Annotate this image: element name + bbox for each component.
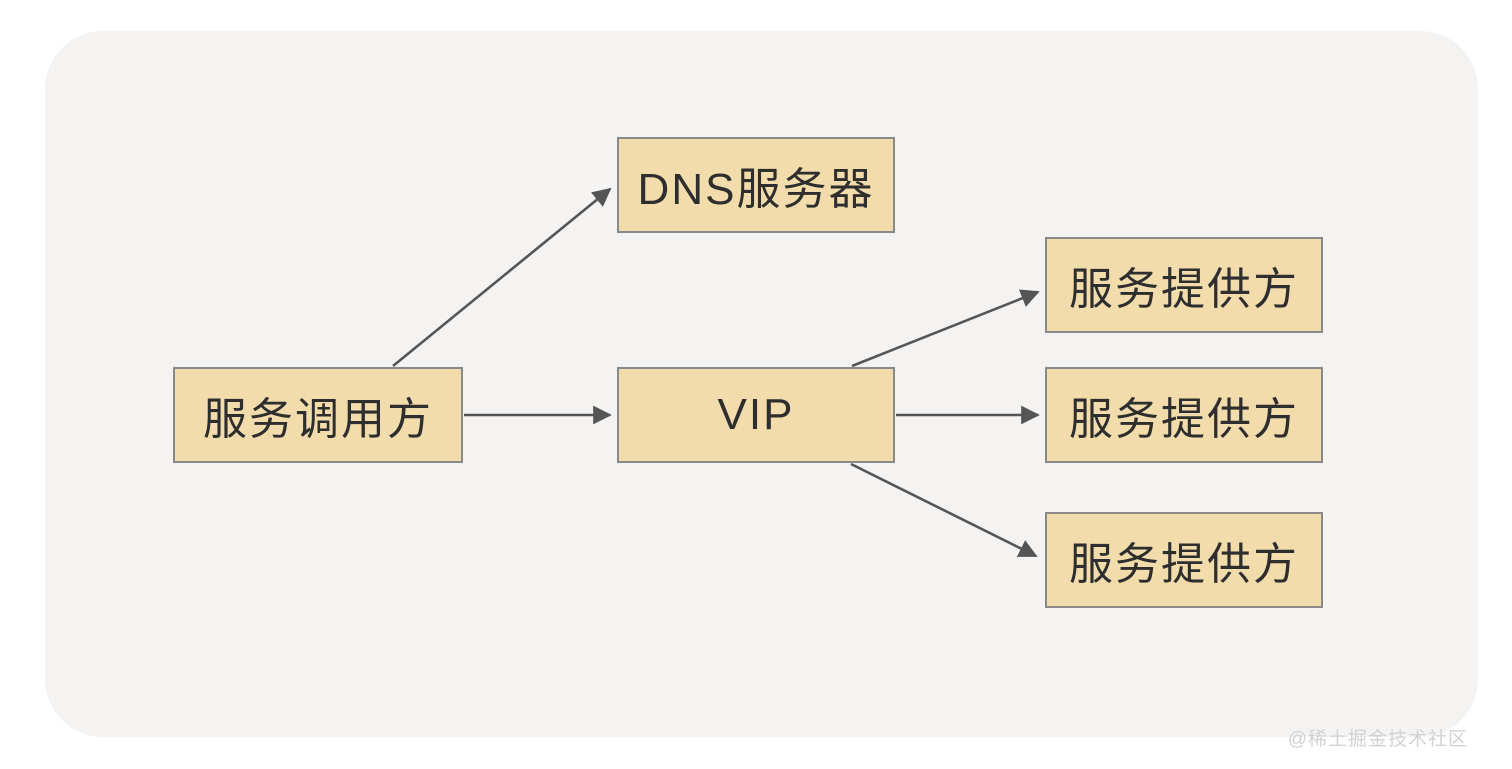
node-service-caller: 服务调用方	[173, 367, 463, 463]
node-vip-label: VIP	[717, 390, 795, 439]
node-service-provider-top: 服务提供方	[1045, 237, 1323, 333]
node-service-provider-bottom-label: 服务提供方	[1069, 540, 1299, 589]
node-service-provider-top-label: 服务提供方	[1069, 265, 1299, 314]
watermark: @稀土掘金技术社区	[1287, 729, 1468, 750]
node-service-caller-label: 服务调用方	[203, 395, 433, 444]
node-dns-server-label: DNS服务器	[637, 165, 875, 214]
node-service-provider-bottom: 服务提供方	[1045, 512, 1323, 608]
node-vip: VIP	[617, 367, 895, 463]
node-service-provider-middle: 服务提供方	[1045, 367, 1323, 463]
node-dns-server: DNS服务器	[617, 137, 895, 233]
node-service-provider-middle-label: 服务提供方	[1069, 395, 1299, 444]
